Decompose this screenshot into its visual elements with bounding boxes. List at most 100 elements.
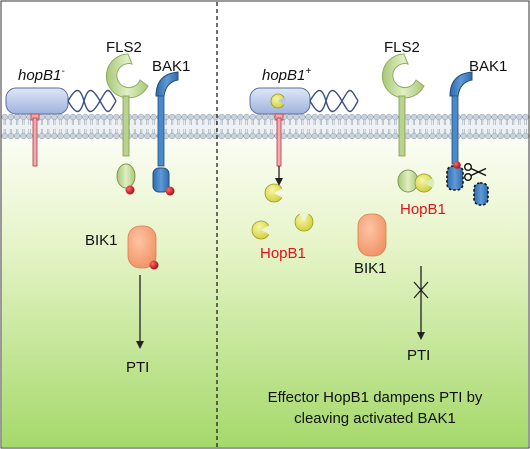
lipid-head xyxy=(131,132,139,140)
lipid-head xyxy=(262,132,269,140)
lipid-head xyxy=(379,132,387,140)
lipid-head xyxy=(392,132,399,140)
lipid-tail xyxy=(195,119,198,135)
lipid-head xyxy=(361,113,368,121)
lipid-head xyxy=(237,113,244,121)
lipid-head xyxy=(45,113,52,121)
lipid-head xyxy=(522,113,529,121)
bacterium-right-label: hopB1 xyxy=(262,67,305,84)
lipid-head xyxy=(57,113,64,121)
lipid-tail xyxy=(431,119,434,135)
lipid-head xyxy=(485,113,492,121)
lipid-tail xyxy=(239,119,242,135)
lipid-head xyxy=(249,132,256,140)
lipid-tail xyxy=(65,119,68,135)
lipid-head xyxy=(404,132,411,140)
caption-line-1: Effector HopB1 dampens PTI by xyxy=(268,389,483,406)
lipid-tail xyxy=(344,119,347,135)
lipid-head xyxy=(169,132,176,140)
lipid-head xyxy=(268,132,275,140)
lipid-head xyxy=(113,113,120,121)
lipid-tail xyxy=(40,119,43,135)
lipid-tail xyxy=(115,119,118,135)
lipid-tail xyxy=(264,119,267,135)
lipid-head xyxy=(417,113,424,121)
lipid-tail xyxy=(109,119,112,135)
lipid-head xyxy=(249,113,256,121)
lipid-head xyxy=(181,132,188,140)
lipid-head xyxy=(82,113,89,121)
block-x-icon xyxy=(413,281,429,299)
lipid-head xyxy=(100,113,108,121)
lipid-head xyxy=(26,132,33,140)
lipid-head xyxy=(491,113,498,121)
lipid-tail xyxy=(53,119,56,135)
lipid-tail xyxy=(220,119,223,135)
lipid-head xyxy=(169,113,176,121)
lipid-head xyxy=(69,132,77,140)
bak1-ectodomain-right xyxy=(449,71,473,97)
cytoplasm xyxy=(2,138,528,447)
lipid-head xyxy=(435,113,442,121)
lipid-head xyxy=(7,132,15,140)
lipid-head xyxy=(94,132,101,140)
hopb1-left-label: HopB1 xyxy=(260,245,306,262)
hopb1-secreted-3 xyxy=(294,211,314,232)
lipid-tail xyxy=(462,119,465,135)
flagellum-right xyxy=(309,89,359,113)
t3ss-needle-right xyxy=(276,117,282,167)
fls2-kinase-left xyxy=(116,163,136,189)
lipid-head xyxy=(317,113,325,121)
lipid-head xyxy=(479,132,486,140)
lipid-head xyxy=(348,113,356,121)
hopb1-right-label: HopB1 xyxy=(400,201,446,218)
lipid-head xyxy=(330,113,337,121)
lipid-tail xyxy=(381,119,384,135)
lipid-head xyxy=(472,113,480,121)
lipid-head xyxy=(243,132,250,140)
lipid-head xyxy=(7,113,15,121)
phospho-dot-fls2-left xyxy=(125,185,135,195)
bacterium-left xyxy=(5,87,69,115)
lipid-head xyxy=(522,132,529,140)
lipid-head xyxy=(293,113,300,121)
lipid-tail xyxy=(301,119,304,135)
lipid-head xyxy=(460,132,467,140)
hopb1-secreted-2 xyxy=(251,220,272,240)
lipid-head xyxy=(516,132,523,140)
bacterium-left-sup: - xyxy=(61,66,65,77)
lipid-head xyxy=(268,113,275,121)
lipid-tail xyxy=(189,119,192,135)
bak1-tm-left xyxy=(157,95,165,167)
flagellum-left-2 xyxy=(67,89,117,113)
lipid-tail xyxy=(437,119,440,135)
lipid-tail xyxy=(518,119,521,135)
lipid-head xyxy=(336,132,343,140)
lipid-tail xyxy=(295,119,298,135)
lipid-head xyxy=(317,132,325,140)
flagellum-right-2 xyxy=(309,89,359,113)
lipid-head xyxy=(88,132,95,140)
bik1-right xyxy=(357,213,387,257)
lipid-head xyxy=(1,113,8,121)
lipid-head xyxy=(262,113,269,121)
phospho-dot-bak1-right xyxy=(453,161,461,169)
lipid-head xyxy=(373,132,380,140)
flagellum-left xyxy=(67,89,117,113)
bak1-tm-right xyxy=(451,95,459,165)
lipid-head xyxy=(206,113,213,121)
lipid-head xyxy=(51,113,58,121)
lipid-head xyxy=(224,113,232,121)
lipid-tail xyxy=(133,119,136,135)
lipid-tail xyxy=(369,119,372,135)
lipid-head xyxy=(510,132,517,140)
lipid-tail xyxy=(71,119,74,135)
lipid-tail xyxy=(78,119,81,135)
lipid-head xyxy=(355,132,362,140)
lipid-head xyxy=(472,132,480,140)
lipid-head xyxy=(63,113,70,121)
lipid-head xyxy=(1,132,8,140)
svg-text:hopB1-: hopB1- xyxy=(18,66,65,84)
lipid-head xyxy=(237,132,244,140)
